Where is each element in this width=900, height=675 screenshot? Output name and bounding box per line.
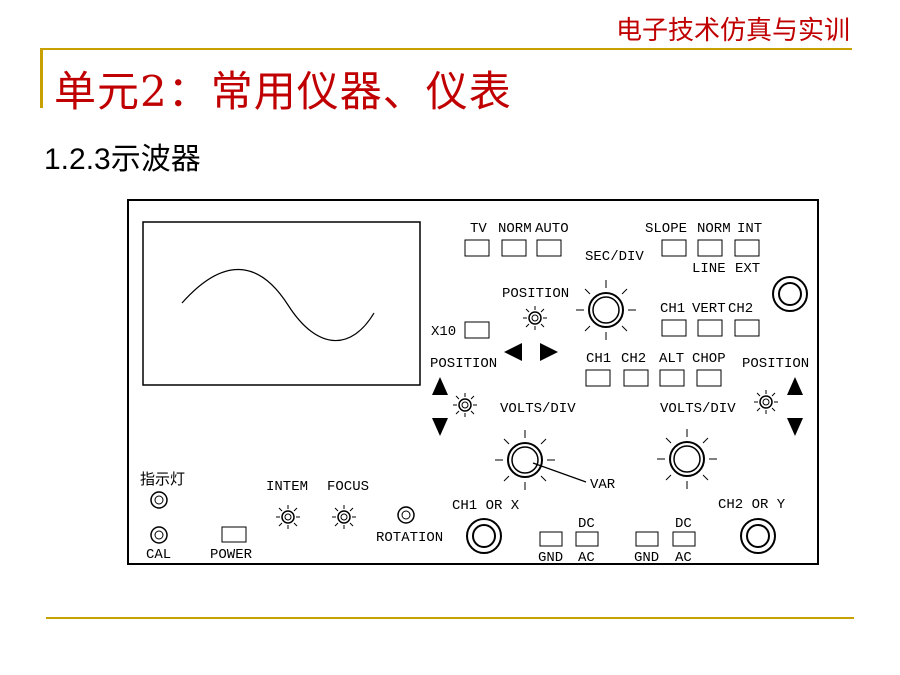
mode-chop-label: CHOP <box>692 351 726 367</box>
x10-button[interactable] <box>464 321 490 339</box>
trigger-auto-button[interactable] <box>536 239 562 257</box>
intem-knob[interactable] <box>275 504 301 530</box>
vert-ch2-button[interactable] <box>734 319 760 337</box>
ch1-input-connector[interactable] <box>466 518 502 554</box>
crt-screen <box>142 221 421 386</box>
position-horizontal-label: POSITION <box>502 286 569 302</box>
rotation-label: ROTATION <box>376 530 443 546</box>
course-title: 电子技术仿真与实训 <box>615 16 850 46</box>
cal-terminal[interactable] <box>150 526 168 544</box>
indicator-label: 指示灯 <box>140 470 185 488</box>
ch2-ac-label: AC <box>675 550 692 566</box>
position-ch1-label: POSITION <box>430 356 497 372</box>
cal-label: CAL <box>146 547 171 563</box>
sine-waveform <box>181 269 375 342</box>
slope-button[interactable] <box>661 239 687 257</box>
ch2-input-label: CH2 OR Y <box>718 497 786 513</box>
arrow-up-icon <box>432 377 448 395</box>
ext-trigger-connector[interactable] <box>772 276 808 312</box>
arrow-right-icon <box>540 343 558 361</box>
ch1-dc-label: DC <box>578 516 595 532</box>
x10-label: X10 <box>431 324 456 340</box>
source-int-button[interactable] <box>734 239 760 257</box>
focus-label: FOCUS <box>327 479 369 495</box>
slope-label: SLOPE <box>645 221 687 237</box>
mode-alt-button[interactable] <box>659 369 685 387</box>
vert-ch2-label: CH2 <box>728 301 753 317</box>
arrow-down-icon <box>787 418 803 436</box>
position-ch1-knob[interactable] <box>452 392 478 418</box>
trigger-auto-label: AUTO <box>535 221 569 237</box>
bottom-divider <box>46 617 854 619</box>
vert-vert-label: VERT <box>692 301 726 317</box>
mode-ch2-button[interactable] <box>623 369 649 387</box>
vert-ch1-button[interactable] <box>661 319 687 337</box>
trigger-tv-label: TV <box>470 221 487 237</box>
ch1-gnd-label: GND <box>538 550 563 566</box>
indicator-lamp <box>150 491 168 509</box>
vert-vert-button[interactable] <box>697 319 723 337</box>
volts-div-ch1-label: VOLTS/DIV <box>500 401 576 417</box>
ch2-input-connector[interactable] <box>740 518 776 554</box>
ch2-acdc-button[interactable] <box>672 531 696 547</box>
sec-div-label: SEC/DIV <box>585 249 644 265</box>
var-pointer-line <box>532 462 587 483</box>
ch1-acdc-button[interactable] <box>575 531 599 547</box>
ch2-dc-label: DC <box>675 516 692 532</box>
top-divider <box>40 48 852 50</box>
ch1-input-label: CH1 OR X <box>452 498 520 514</box>
ch2-gnd-label: GND <box>634 550 659 566</box>
mode-ch1-label: CH1 <box>586 351 611 367</box>
rotation-trimmer[interactable] <box>397 506 415 524</box>
unit-title: 单元2：常用仪器、仪表 <box>54 67 512 116</box>
position-horizontal-knob[interactable] <box>522 305 548 331</box>
intem-label: INTEM <box>266 479 308 495</box>
source-ext-label: EXT <box>735 261 760 277</box>
position-ch2-knob[interactable] <box>753 389 779 415</box>
source-line-label: LINE <box>692 261 726 277</box>
trigger-norm-label: NORM <box>498 221 532 237</box>
mode-ch1-button[interactable] <box>585 369 611 387</box>
trigger-norm-button[interactable] <box>501 239 527 257</box>
arrow-up-icon <box>787 377 803 395</box>
ch2-gnd-button[interactable] <box>635 531 659 547</box>
power-label: POWER <box>210 547 253 563</box>
focus-knob[interactable] <box>331 504 357 530</box>
arrow-down-icon <box>432 418 448 436</box>
vert-ch1-label: CH1 <box>660 301 685 317</box>
var-label: VAR <box>590 477 616 493</box>
position-ch2-label: POSITION <box>742 356 809 372</box>
mode-ch2-label: CH2 <box>621 351 646 367</box>
source-norm-label: NORM <box>697 221 731 237</box>
power-button[interactable] <box>221 526 247 543</box>
section-title: 1.2.3示波器 <box>44 143 201 176</box>
arrow-left-icon <box>504 343 522 361</box>
ch1-gnd-button[interactable] <box>539 531 563 547</box>
ch1-ac-label: AC <box>578 550 595 566</box>
source-norm-button[interactable] <box>697 239 723 257</box>
mode-alt-label: ALT <box>659 351 684 367</box>
mode-chop-button[interactable] <box>696 369 722 387</box>
volts-div-ch2-label: VOLTS/DIV <box>660 401 736 417</box>
trigger-tv-button[interactable] <box>464 239 490 257</box>
source-int-label: INT <box>737 221 762 237</box>
title-accent-bar <box>40 50 43 108</box>
